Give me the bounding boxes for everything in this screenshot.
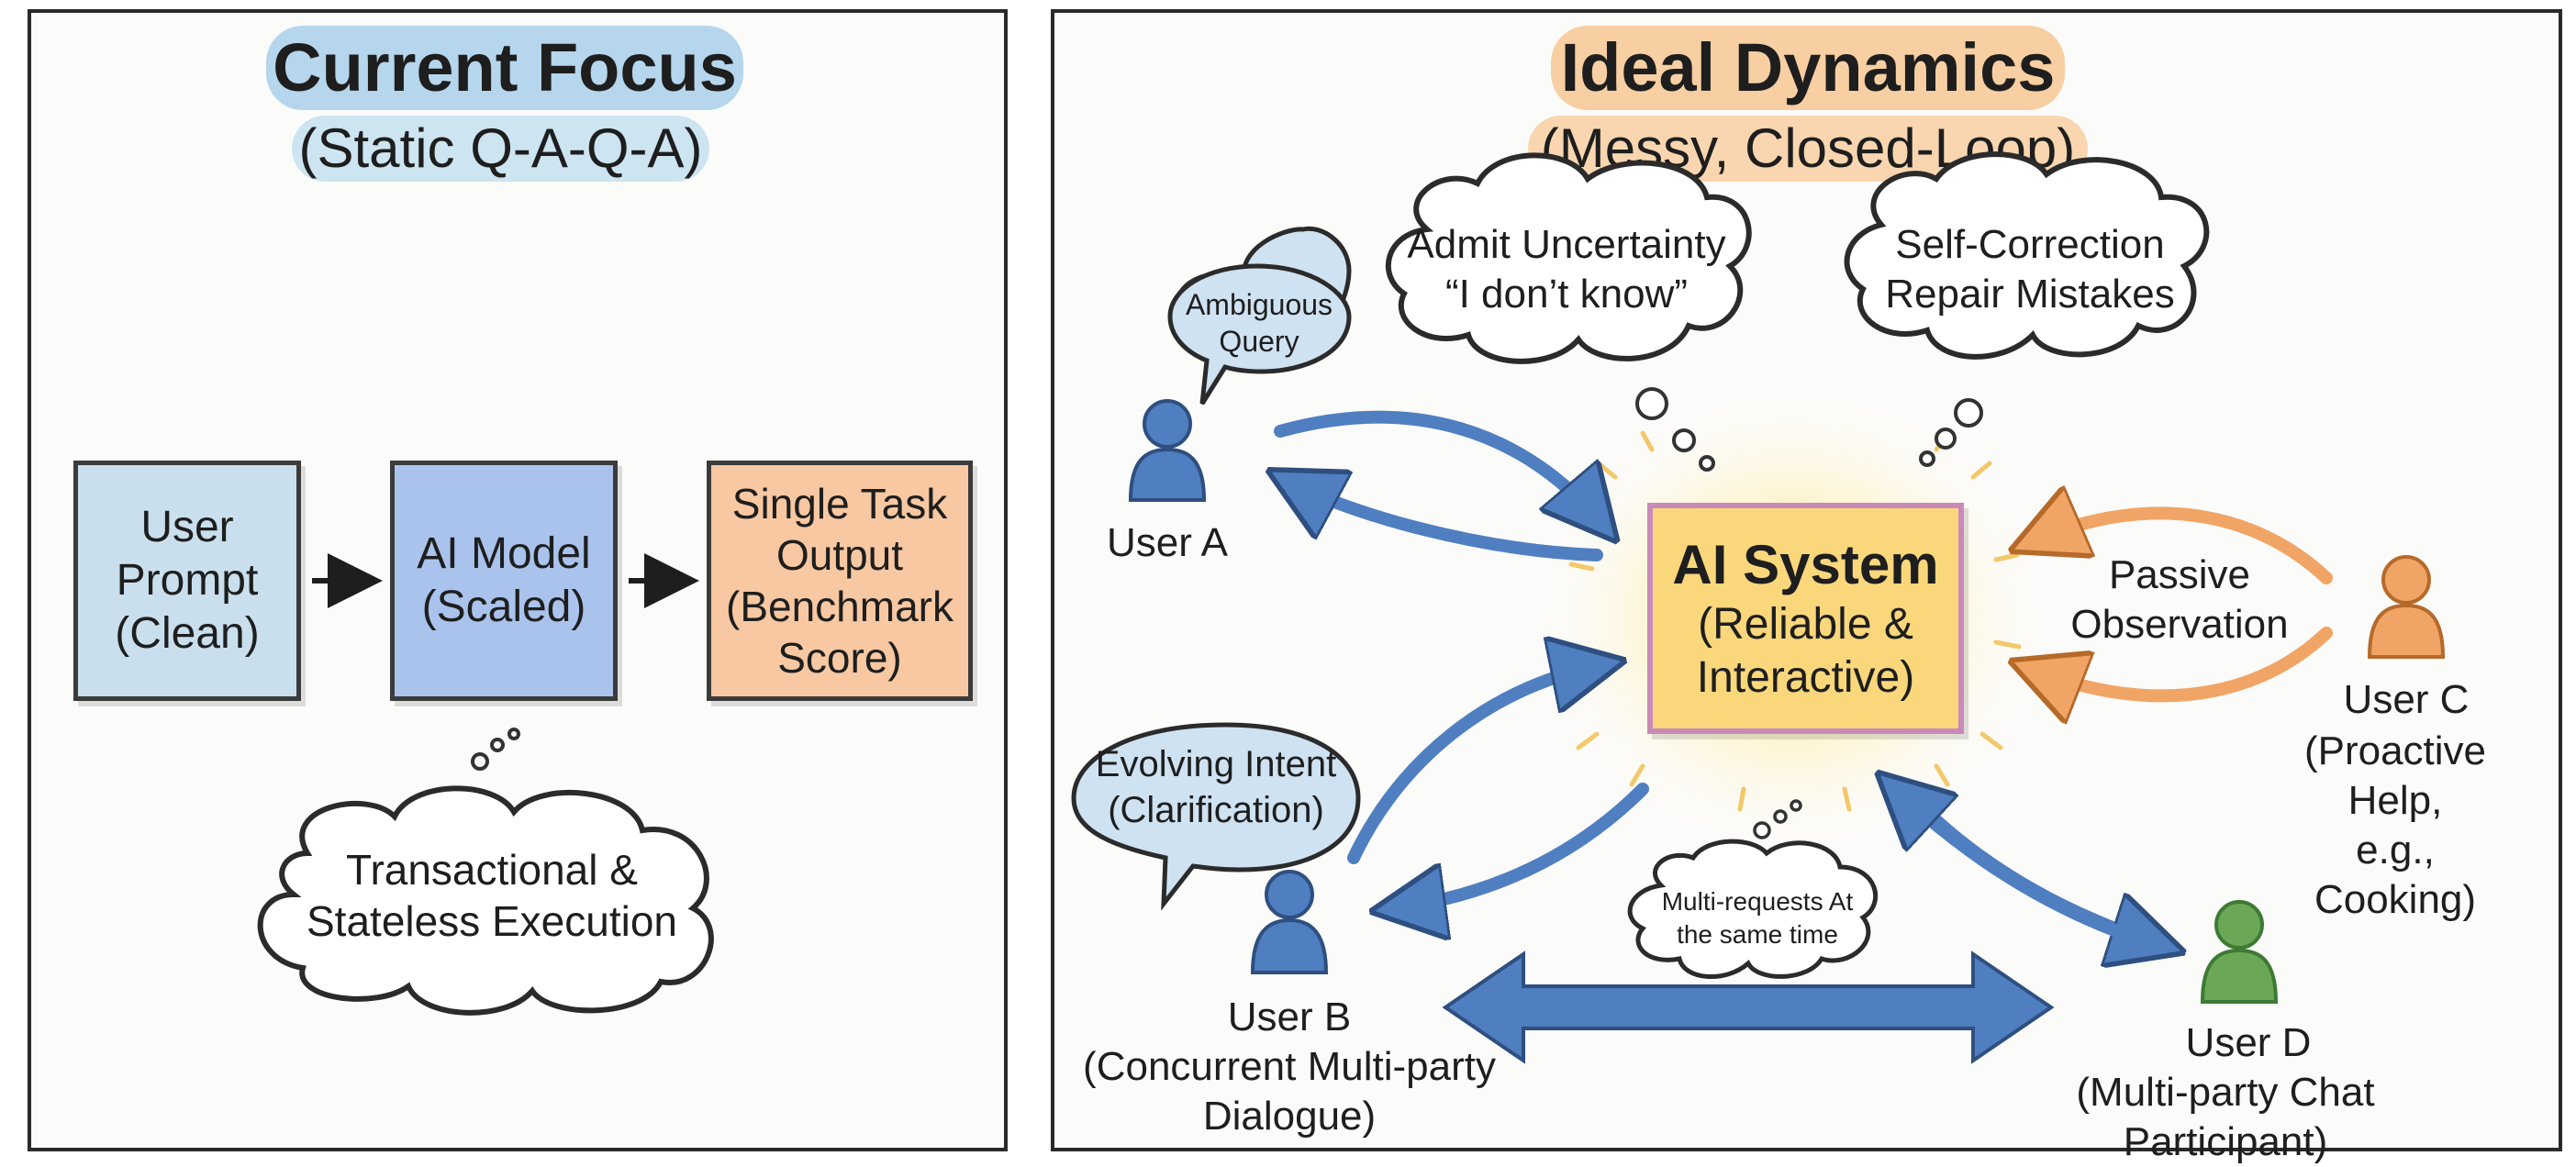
arrow-userd-to-ai <box>1895 789 2136 942</box>
arrow-userb-to-ai <box>1347 665 1601 864</box>
arrow-ai-to-userb <box>1395 783 1649 908</box>
user-c-description: (Proactive Help, e.g., Cooking) <box>2303 728 2487 922</box>
ai-system-box: AI System (Reliable & Interactive) <box>1647 503 1964 734</box>
user-d-label: User D <box>2185 1020 2312 1065</box>
thought-dot <box>1699 455 1715 472</box>
left-subtitle: (Static Q-A-Q-A) <box>292 116 709 182</box>
ambiguous-speech-bubble <box>1167 263 1352 406</box>
right-title: Ideal Dynamics <box>1551 26 2065 110</box>
arrow-userc-to-ai-bottom <box>2033 627 2333 695</box>
arrow-userb-userd-double <box>1442 950 2055 1064</box>
user-a-label: User A <box>1106 520 1229 565</box>
arrow-usera-to-ai <box>1274 410 1601 523</box>
thought-dot <box>1635 387 1668 420</box>
left-title: Current Focus <box>266 26 743 110</box>
thought-dot <box>490 738 505 752</box>
transactional-cloud <box>257 785 714 1016</box>
uncertainty-text: Admit Uncertainty “I don’t know” <box>1407 222 1726 317</box>
arrow-userb-to-ai-lower <box>1413 798 1634 904</box>
user-c-icon <box>2367 555 2446 659</box>
user-a-icon <box>1128 399 1207 502</box>
ai-model-box: AI Model (Scaled) <box>390 461 618 701</box>
thought-dot <box>1919 450 1935 467</box>
user-c-label: User C <box>2343 677 2470 722</box>
arrow-ai-to-usera <box>1289 482 1603 561</box>
arrow-userc-to-ai-top <box>2033 513 2333 584</box>
self-correction-cloud <box>1844 151 2210 360</box>
multi-requests-text: Multi-requests At the same time <box>1661 887 1854 949</box>
thought-dot <box>471 752 489 771</box>
thought-dot <box>507 728 520 740</box>
passive-observation-text: Passive Observation <box>2070 552 2289 647</box>
ambiguous-query-text: Ambiguous Query <box>1185 288 1333 358</box>
single-task-output-box: Single Task Output (Benchmark Score) <box>707 461 973 701</box>
thought-dot <box>1773 809 1788 824</box>
thought-dot <box>1935 428 1957 450</box>
uncertainty-cloud <box>1385 152 1752 364</box>
evolving-intent-text: Evolving Intent (Clarification) <box>1095 744 1337 830</box>
user-d-description: (Multi-party Chat Participant) <box>2076 1070 2375 1164</box>
self-correction-text: Self-Correction Repair Mistakes <box>1885 222 2175 317</box>
user-b-description: (Concurrent Multi-party Dialogue) <box>1083 1044 1496 1139</box>
thought-dot <box>1954 398 1983 428</box>
ai-system-subtitle: (Reliable & Interactive) <box>1696 600 1915 702</box>
thought-dot <box>1790 799 1802 812</box>
user-b-icon <box>1250 870 1329 974</box>
user-d-icon <box>2200 900 2279 1004</box>
user-b-label: User B <box>1227 995 1352 1039</box>
evolving-speech-bubble <box>1071 722 1361 911</box>
thought-dot <box>1672 428 1696 452</box>
transactional-text: Transactional & Stateless Execution <box>306 846 678 945</box>
ai-system-title: AI System <box>1672 534 1939 595</box>
user-prompt-box: User Prompt (Clean) <box>73 461 301 701</box>
thought-dot <box>1753 821 1771 839</box>
multi-requests-cloud <box>1627 839 1879 980</box>
